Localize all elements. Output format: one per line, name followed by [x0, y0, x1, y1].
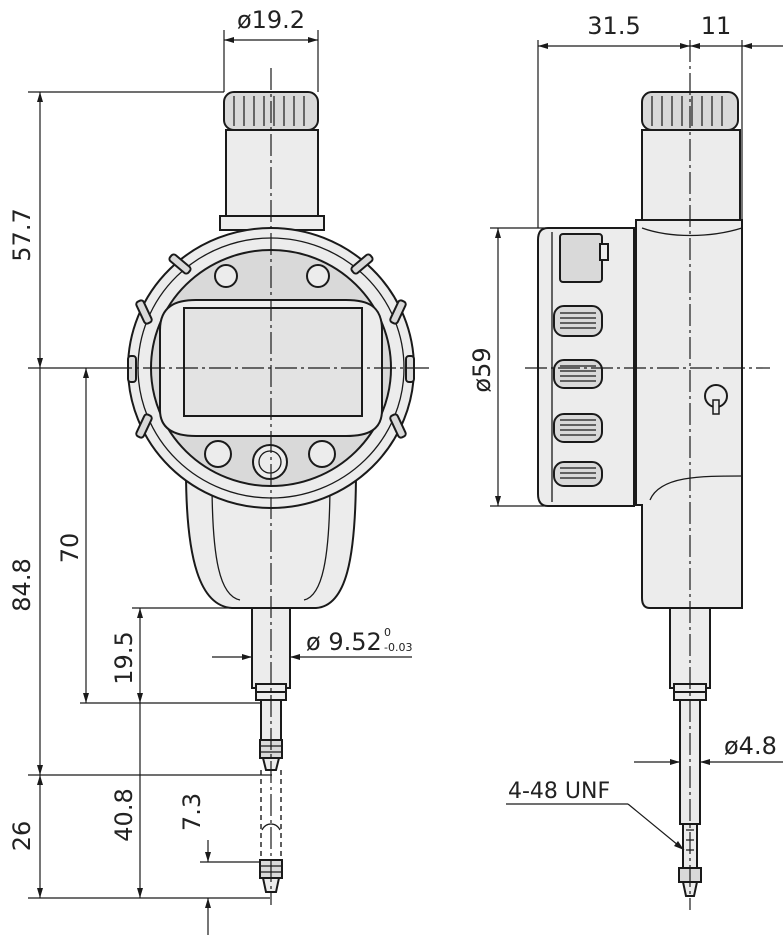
top-right-button[interactable] [306, 264, 330, 288]
origin-button[interactable] [252, 444, 288, 480]
stroke-label: 26 [8, 821, 36, 852]
bottom-left-button[interactable] [204, 440, 232, 468]
bezel-grips [127, 253, 415, 439]
contact-len-label: 40.8 [110, 788, 138, 841]
front-view: ø19.2 57.7 84.8 70 19.5 ø 9.52 0 -0.03 [8, 6, 430, 935]
side-upper-stem [641, 129, 741, 221]
stem-fit-tol-lower: -0.03 [384, 641, 412, 654]
stem-fit-label: ø 9.52 [306, 628, 382, 656]
side-stem-cap-knurl [651, 96, 723, 126]
upper-stem [225, 129, 319, 221]
spindle-dia-label: ø4.8 [724, 732, 777, 760]
stem-cap-knurl [233, 96, 305, 126]
lcd-screen [183, 307, 363, 417]
side-view: 31.5 11 ø59 ø4.8 4-48 UNF [468, 12, 783, 910]
stem-dia-label: ø19.2 [237, 6, 305, 34]
height-bottom-label: 84.8 [8, 558, 36, 611]
contact-point-extended [261, 877, 281, 893]
stem-fit-tol-upper: 0 [384, 626, 391, 639]
offset-label: 11 [701, 12, 732, 40]
depth-label: 31.5 [587, 12, 640, 40]
top-left-button[interactable] [214, 264, 238, 288]
tip-len-label: 7.3 [178, 793, 206, 831]
bezel-dia-label: ø59 [468, 347, 496, 392]
side-body [635, 219, 743, 609]
spindle-dist-label: 70 [56, 533, 84, 564]
bottom-right-button[interactable] [308, 440, 336, 468]
stem-len-label: 19.5 [110, 631, 138, 684]
side-buttons [553, 305, 603, 487]
height-top-label: 57.7 [8, 208, 36, 261]
side-battery-cover [559, 233, 603, 283]
thread-label: 4-48 UNF [508, 779, 610, 804]
